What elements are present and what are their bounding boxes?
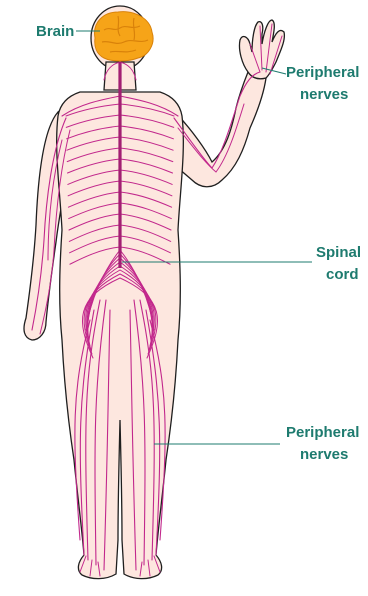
label-peripheral-nerves-bottom-line2: nerves [300,446,348,463]
brain [95,12,154,61]
label-peripheral-nerves-bottom-line1: Peripheral [286,424,359,441]
label-peripheral-nerves-top-line1: Peripheral [286,64,359,81]
body-silhouette [24,6,284,579]
label-spinal-cord-line1: Spinal [316,244,361,261]
label-spinal-cord-line2: cord [326,266,359,283]
label-brain: Brain [36,23,74,40]
label-peripheral-nerves-top-line2: nerves [300,86,348,103]
